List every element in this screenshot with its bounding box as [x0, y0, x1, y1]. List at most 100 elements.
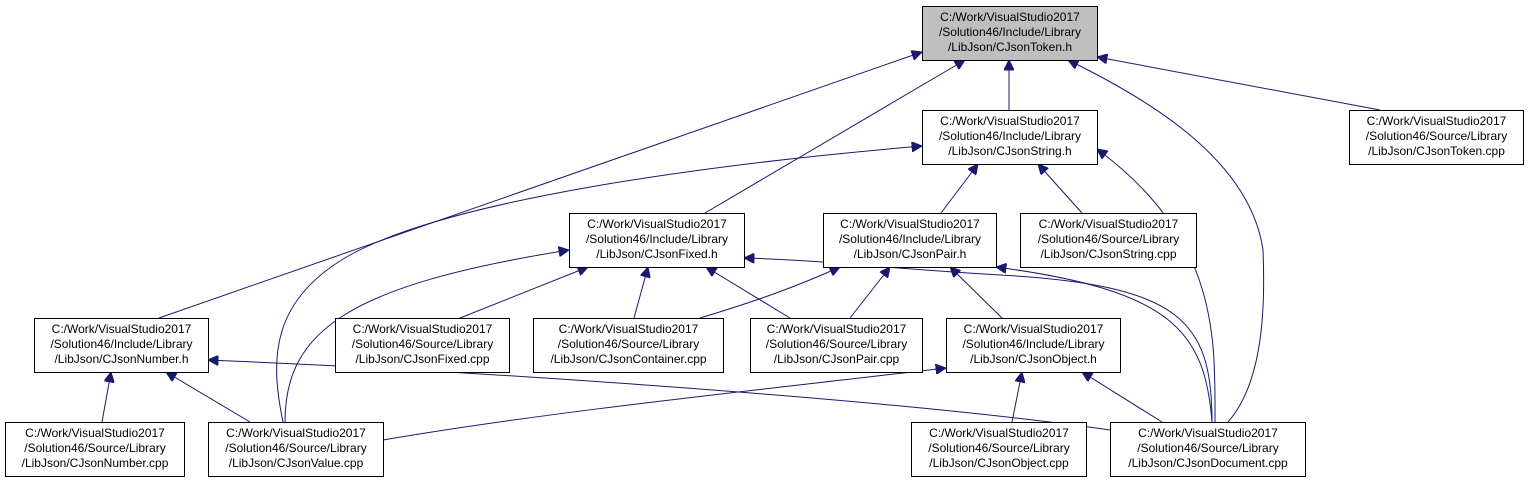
node-label-line: /LibJson/CJsonContainer.cpp: [550, 352, 706, 366]
node-label-line: /Solution46/Source/Library: [1038, 232, 1179, 246]
node-box: [5, 422, 185, 477]
node-fixed_h[interactable]: C:/Work/VisualStudio2017/Solution46/Incl…: [569, 213, 745, 268]
node-label-line: /LibJson/CJsonDocument.cpp: [1128, 456, 1288, 470]
node-fixed_cpp[interactable]: C:/Work/VisualStudio2017/Solution46/Sour…: [335, 318, 510, 373]
node-label-line: C:/Work/VisualStudio2017: [353, 322, 493, 336]
node-label-line: C:/Work/VisualStudio2017: [1367, 114, 1507, 128]
edge-value_cpp-to-string_h: [276, 146, 922, 423]
node-label-line: /Solution46/Include/Library: [839, 232, 981, 246]
node-string_cpp[interactable]: C:/Work/VisualStudio2017/Solution46/Sour…: [1020, 213, 1197, 268]
node-box: [335, 318, 510, 373]
node-document_cpp[interactable]: C:/Work/VisualStudio2017/Solution46/Sour…: [1110, 422, 1306, 477]
node-label-line: /LibJson/CJsonFixed.cpp: [355, 352, 489, 366]
node-container_cpp[interactable]: C:/Work/VisualStudio2017/Solution46/Sour…: [533, 318, 724, 373]
node-label-line: /LibJson/CJsonObject.h: [970, 352, 1097, 366]
node-label-line: /Solution46/Include/Library: [586, 232, 728, 246]
node-label-line: C:/Work/VisualStudio2017: [559, 322, 699, 336]
node-label-line: /LibJson/CJsonNumber.cpp: [22, 456, 169, 470]
node-label-line: C:/Work/VisualStudio2017: [940, 114, 1080, 128]
node-box: [569, 213, 745, 268]
edge-fixed_h-to-token_h: [704, 60, 965, 214]
node-object_cpp[interactable]: C:/Work/VisualStudio2017/Solution46/Sour…: [911, 422, 1087, 477]
edge-value_cpp-to-object_h: [382, 368, 946, 441]
node-label-line: /LibJson/CJsonToken.h: [948, 40, 1072, 54]
node-box: [922, 6, 1098, 61]
node-label-line: C:/Work/VisualStudio2017: [964, 322, 1104, 336]
node-token_cpp[interactable]: C:/Work/VisualStudio2017/Solution46/Sour…: [1349, 110, 1524, 165]
node-label-line: /Solution46/Include/Library: [939, 129, 1081, 143]
node-box: [1020, 213, 1197, 268]
edge-number_cpp-to-number_h: [101, 372, 111, 423]
node-label-line: /Solution46/Include/Library: [50, 337, 192, 351]
node-token_h[interactable]: C:/Work/VisualStudio2017/Solution46/Incl…: [922, 6, 1098, 61]
node-box: [208, 422, 384, 477]
edge-number_h-to-token_h: [158, 52, 922, 319]
node-object_h[interactable]: C:/Work/VisualStudio2017/Solution46/Incl…: [946, 318, 1121, 373]
node-label-line: /Solution46/Source/Library: [352, 337, 493, 351]
node-box: [823, 213, 997, 268]
edge-document_cpp-to-object_h: [1082, 372, 1163, 423]
node-label-line: /Solution46/Include/Library: [939, 25, 1081, 39]
node-label-line: C:/Work/VisualStudio2017: [929, 426, 1069, 440]
node-box: [533, 318, 724, 373]
node-label-line: /Solution46/Source/Library: [1366, 129, 1507, 143]
node-label-line: /LibJson/CJsonString.cpp: [1040, 247, 1176, 261]
node-label-line: /LibJson/CJsonNumber.h: [54, 352, 188, 366]
node-value_cpp[interactable]: C:/Work/VisualStudio2017/Solution46/Sour…: [208, 422, 384, 477]
node-label-line: /LibJson/CJsonPair.cpp: [774, 352, 900, 366]
node-number_h[interactable]: C:/Work/VisualStudio2017/Solution46/Incl…: [34, 318, 209, 373]
edge-token_cpp-to-token_h: [1097, 57, 1381, 111]
node-label-line: C:/Work/VisualStudio2017: [840, 217, 980, 231]
node-label-line: C:/Work/VisualStudio2017: [1039, 217, 1179, 231]
edge-object_h-to-pair_h: [950, 267, 1003, 319]
node-box: [911, 422, 1087, 477]
node-label-line: C:/Work/VisualStudio2017: [1138, 426, 1278, 440]
edge-container_cpp-to-fixed_h: [633, 267, 648, 319]
node-label-line: /LibJson/CJsonString.h: [948, 144, 1071, 158]
node-box: [34, 318, 209, 373]
node-string_h[interactable]: C:/Work/VisualStudio2017/Solution46/Incl…: [922, 110, 1098, 165]
edge-object_cpp-to-object_h: [1011, 372, 1022, 423]
node-label-line: /LibJson/CJsonObject.cpp: [929, 456, 1069, 470]
node-label-line: C:/Work/VisualStudio2017: [587, 217, 727, 231]
node-label-line: C:/Work/VisualStudio2017: [226, 426, 366, 440]
node-label-line: /Solution46/Source/Library: [766, 337, 907, 351]
node-label-line: /LibJson/CJsonPair.h: [854, 247, 967, 261]
node-label-line: /LibJson/CJsonToken.cpp: [1368, 144, 1505, 158]
edge-document_cpp-to-pair_h: [996, 267, 1213, 423]
edge-document_cpp-to-string_h: [1097, 149, 1216, 423]
edge-value_cpp-to-number_h: [166, 372, 251, 423]
edge-document_cpp-to-fixed_h: [744, 258, 1213, 423]
node-label-line: /Solution46/Include/Library: [962, 337, 1104, 351]
edges-layer: [101, 52, 1381, 441]
node-label-line: C:/Work/VisualStudio2017: [25, 426, 165, 440]
node-box: [946, 318, 1121, 373]
node-label-line: /Solution46/Source/Library: [558, 337, 699, 351]
node-box: [1349, 110, 1524, 165]
node-box: [922, 110, 1098, 165]
node-box: [750, 318, 923, 373]
node-pair_h[interactable]: C:/Work/VisualStudio2017/Solution46/Incl…: [823, 213, 997, 268]
node-box: [1110, 422, 1306, 477]
edge-fixed_cpp-to-fixed_h: [459, 267, 588, 319]
node-label-line: /LibJson/CJsonValue.cpp: [229, 456, 364, 470]
node-label-line: /LibJson/CJsonFixed.h: [596, 247, 717, 261]
node-label-line: C:/Work/VisualStudio2017: [940, 10, 1080, 24]
node-label-line: C:/Work/VisualStudio2017: [767, 322, 907, 336]
edge-value_cpp-to-fixed_h: [284, 250, 569, 423]
node-label-line: C:/Work/VisualStudio2017: [52, 322, 192, 336]
edge-pair_h-to-string_h: [940, 164, 978, 214]
edge-document_cpp-to-token_h: [1068, 60, 1265, 423]
node-label-line: /Solution46/Source/Library: [928, 441, 1069, 455]
node-label-line: /Solution46/Source/Library: [24, 441, 165, 455]
node-label-line: /Solution46/Source/Library: [1137, 441, 1278, 455]
edge-pair_cpp-to-fixed_h: [706, 267, 791, 319]
edge-pair_cpp-to-pair_h: [849, 267, 890, 319]
node-label-line: /Solution46/Source/Library: [225, 441, 366, 455]
edge-string_cpp-to-string_h: [1038, 164, 1083, 214]
node-number_cpp[interactable]: C:/Work/VisualStudio2017/Solution46/Sour…: [5, 422, 185, 477]
edge-container_cpp-to-pair_h: [699, 267, 840, 319]
node-pair_cpp[interactable]: C:/Work/VisualStudio2017/Solution46/Sour…: [750, 318, 923, 373]
nodes-layer: C:/Work/VisualStudio2017/Solution46/Incl…: [5, 6, 1524, 477]
